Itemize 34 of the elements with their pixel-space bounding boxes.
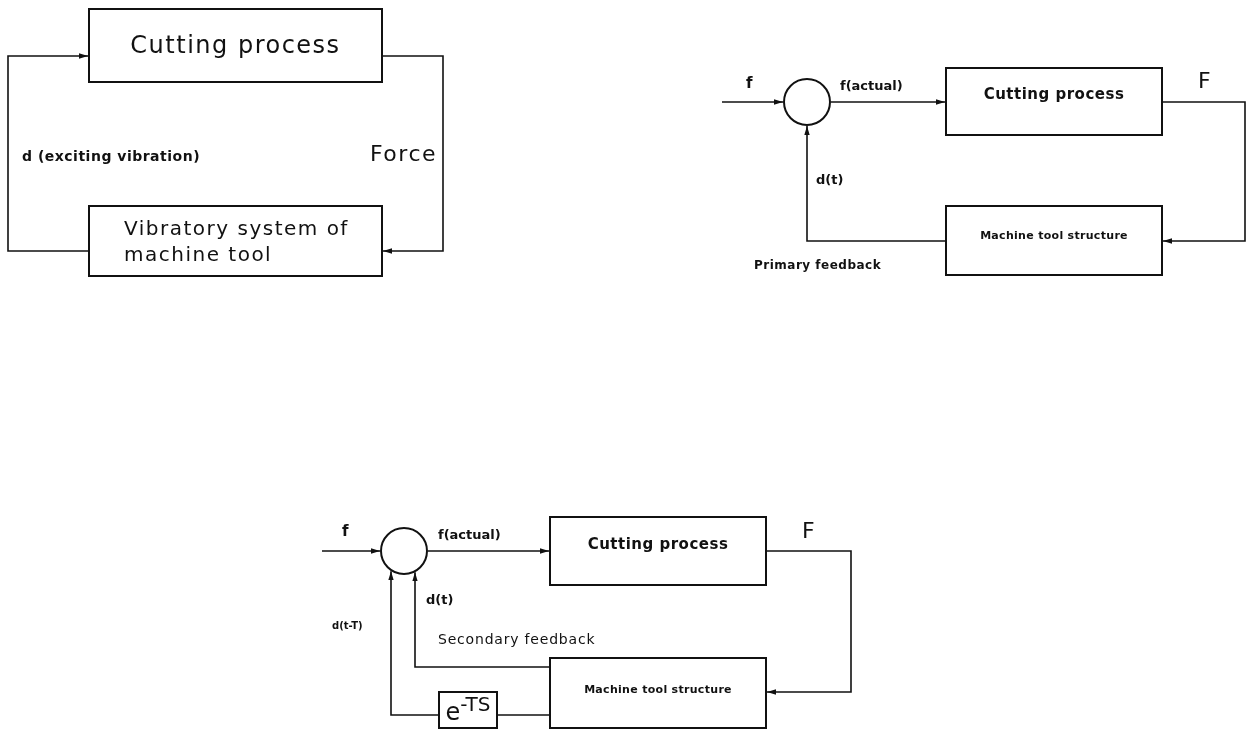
- annotation-text: Primary feedback: [752, 258, 884, 273]
- node-text: Machine tool structure: [584, 683, 732, 698]
- connector-arrow: [830, 99, 946, 105]
- summing-junction-circle: [380, 527, 428, 575]
- connector-arrow: [321, 548, 381, 554]
- connector-arrow: [412, 571, 550, 668]
- process-box: [549, 516, 767, 586]
- edge-label: f(actual): [436, 527, 503, 543]
- edge-label: d(t): [424, 592, 456, 608]
- summing-junction-circle: [783, 78, 831, 126]
- process-box: [438, 691, 498, 729]
- edge-label: d(t): [814, 172, 846, 188]
- connector-arrow: [382, 55, 444, 254]
- process-box: [945, 67, 1163, 136]
- process-box: [88, 8, 383, 83]
- node-text: Cutting process: [587, 535, 729, 555]
- edge-label: f(actual): [838, 78, 905, 94]
- process-box: [549, 657, 767, 729]
- node-text: Vibratory system of machine tool: [124, 215, 350, 267]
- connector-arrow: [1162, 101, 1246, 244]
- node-text: Cutting process: [983, 85, 1125, 105]
- annotation-text: Secondary feedback: [436, 631, 598, 648]
- node-text: Cutting process: [130, 29, 341, 61]
- edge-label: d(t-T): [330, 620, 365, 632]
- connector-arrow: [427, 548, 550, 554]
- connector-arrow: [766, 550, 852, 695]
- connector-arrow: [388, 570, 439, 716]
- node-text: e$^{-TS}$: [445, 691, 491, 729]
- connector-arrow: [804, 125, 946, 242]
- connector-arrow: [7, 53, 89, 252]
- node-text: Machine tool structure: [980, 229, 1128, 244]
- process-box: [945, 205, 1163, 276]
- connector-arrow: [721, 99, 784, 105]
- process-box: [88, 205, 383, 277]
